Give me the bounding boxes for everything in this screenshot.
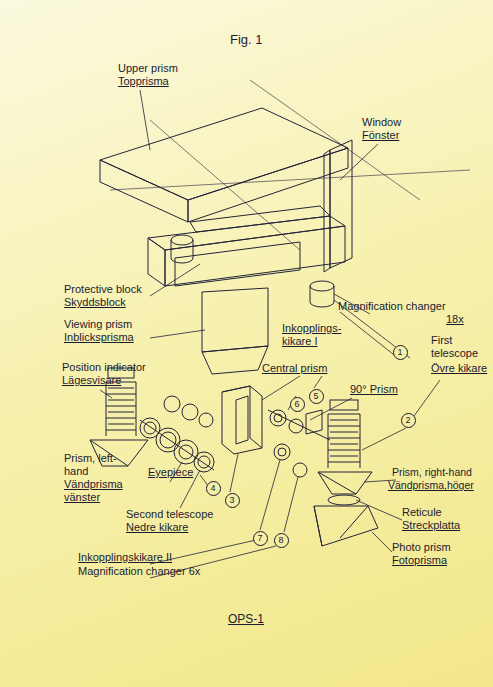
- part-label: Lägesvisare: [62, 374, 121, 387]
- part-label: Magnification changer: [338, 300, 446, 313]
- part-label: Nedre kikare: [126, 521, 188, 534]
- leader-lines: [100, 90, 440, 578]
- part-label: Vändprisma,höger: [388, 479, 474, 492]
- part-label: Protective block: [64, 283, 142, 296]
- part-label: Position indicator: [62, 361, 146, 374]
- right-prism-assembly: [314, 400, 378, 546]
- callout-circle: 6: [290, 397, 305, 412]
- part-label: Övre kikare: [431, 362, 489, 375]
- upper-prism: [100, 108, 348, 222]
- part-label: Photo prism: [392, 541, 451, 554]
- part-label: Eyepiece: [148, 466, 193, 479]
- part-label: Fotoprisma: [392, 554, 447, 567]
- viewing-prism: [202, 288, 268, 374]
- part-label: Inkopplingskikare II: [78, 551, 172, 564]
- callout-number: 4: [210, 484, 215, 493]
- callout-number: 6: [294, 400, 299, 409]
- callout-circle: 4: [206, 481, 221, 496]
- part-label: Streckplatta: [402, 519, 460, 532]
- part-label: Window: [362, 116, 401, 129]
- part-label: First telescope: [431, 334, 489, 360]
- callout-circle: 3: [225, 493, 240, 508]
- part-label: 18x: [446, 313, 464, 326]
- callout-number: 5: [313, 392, 318, 401]
- callout-number: 2: [405, 416, 410, 425]
- part-label: Upper prism: [118, 62, 178, 75]
- figure-title: Fig. 1: [230, 32, 263, 47]
- part-label: 90° Prism: [350, 383, 398, 396]
- central-prism: [222, 386, 262, 454]
- part-label: Vändprisma vänster: [64, 478, 128, 504]
- callout-circle: 1: [393, 345, 408, 360]
- figure-caption: OPS-1: [228, 612, 264, 626]
- part-label: Reticule: [402, 506, 442, 519]
- part-label: Prism, left-hand: [64, 452, 126, 478]
- part-label: Topprisma: [118, 75, 169, 88]
- callout-circle: 5: [309, 389, 324, 404]
- part-label: Magnification changer 6x: [78, 565, 200, 578]
- window: [324, 140, 352, 272]
- lens-train: [140, 396, 214, 472]
- callout-number: 3: [229, 496, 234, 505]
- part-label: Viewing prism: [64, 318, 132, 331]
- callout-circle: 7: [253, 531, 268, 546]
- part-label: Inkopplings- kikare I: [282, 322, 356, 348]
- callout-number: 8: [278, 536, 283, 545]
- callout-circle: 2: [401, 413, 416, 428]
- callout-circle: 8: [274, 533, 289, 548]
- callout-number: 1: [397, 348, 402, 357]
- cylinder: [171, 235, 334, 307]
- part-label: Skyddsblock: [64, 296, 126, 309]
- part-label: Fönster: [362, 129, 399, 142]
- part-label: Prism, right-hand: [392, 466, 472, 479]
- part-label: Second telescope: [126, 508, 213, 521]
- callout-number: 7: [257, 534, 262, 543]
- part-label: Central prism: [262, 362, 327, 375]
- protective-block: [148, 206, 345, 286]
- part-label: Inblicksprisma: [64, 331, 134, 344]
- ninety-prism: [268, 410, 330, 477]
